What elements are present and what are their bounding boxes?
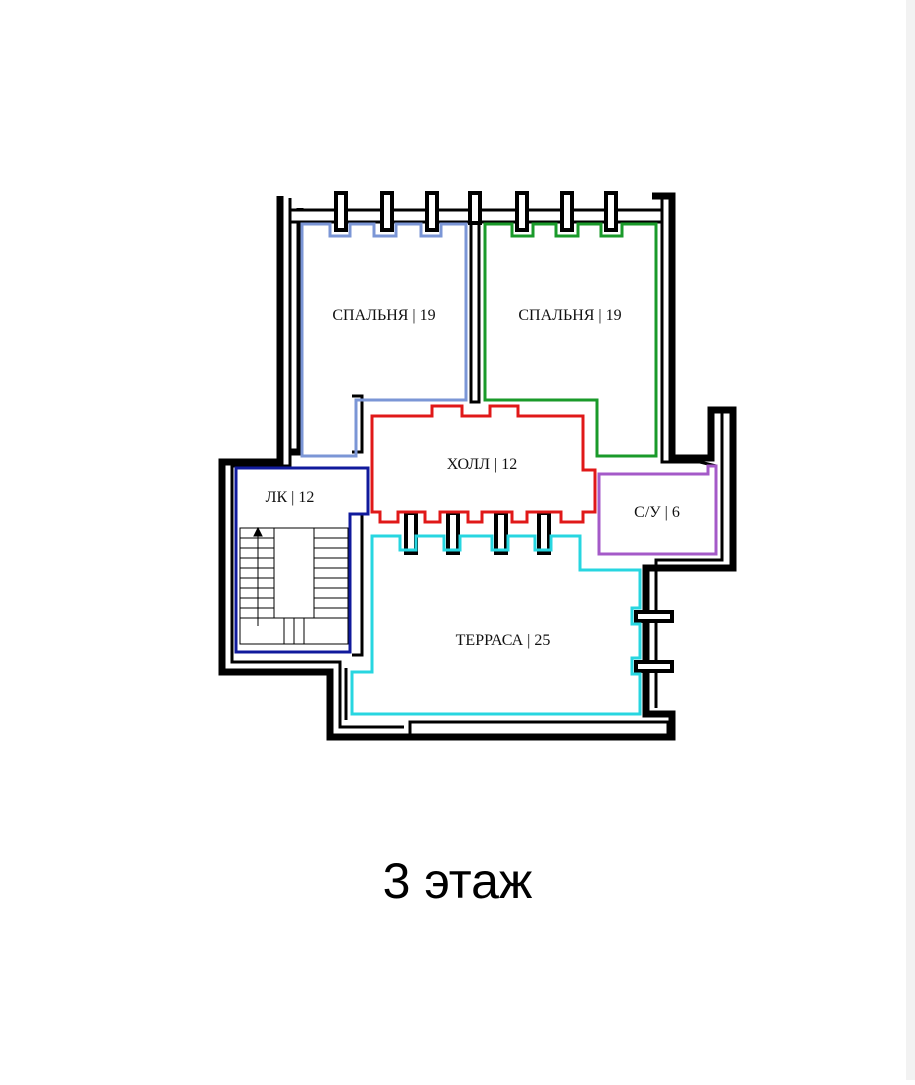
- outer-wall: [218, 192, 737, 741]
- right-inner-line: [660, 196, 717, 468]
- center-wall: [469, 208, 481, 404]
- bedroom-2-outline: [483, 222, 658, 458]
- terrace-bottom-wall: [408, 720, 670, 738]
- stair-label: ЛК | 12: [265, 489, 315, 506]
- terrace-right-mullions: [634, 610, 674, 673]
- top-mullions: [334, 191, 618, 232]
- right-wing-wall: [654, 410, 724, 708]
- bedroom-1-label: СПАЛЬНЯ | 19: [332, 307, 436, 324]
- terrace-label: ТЕРРАСА | 25: [455, 632, 551, 649]
- walls: [218, 192, 737, 741]
- page-edge-bar: [906, 0, 915, 1080]
- hall-outline: [370, 404, 597, 524]
- bathroom-outline: [597, 464, 718, 556]
- stair-outline: [234, 466, 370, 654]
- bedroom-2-label: СПАЛЬНЯ | 19: [518, 307, 622, 324]
- staircase: [239, 526, 349, 645]
- terrace-outline: [350, 534, 642, 716]
- bedroom-1-outline: [300, 222, 468, 458]
- bathroom-label: С/У | 6: [634, 504, 680, 521]
- floor-title: 3 этаж: [382, 853, 533, 909]
- outer-wall-inner-line: [230, 198, 404, 729]
- inner-wall-left: [290, 208, 304, 456]
- hall-label: ХОЛЛ | 12: [446, 456, 518, 473]
- stair-right-wall: [352, 512, 364, 657]
